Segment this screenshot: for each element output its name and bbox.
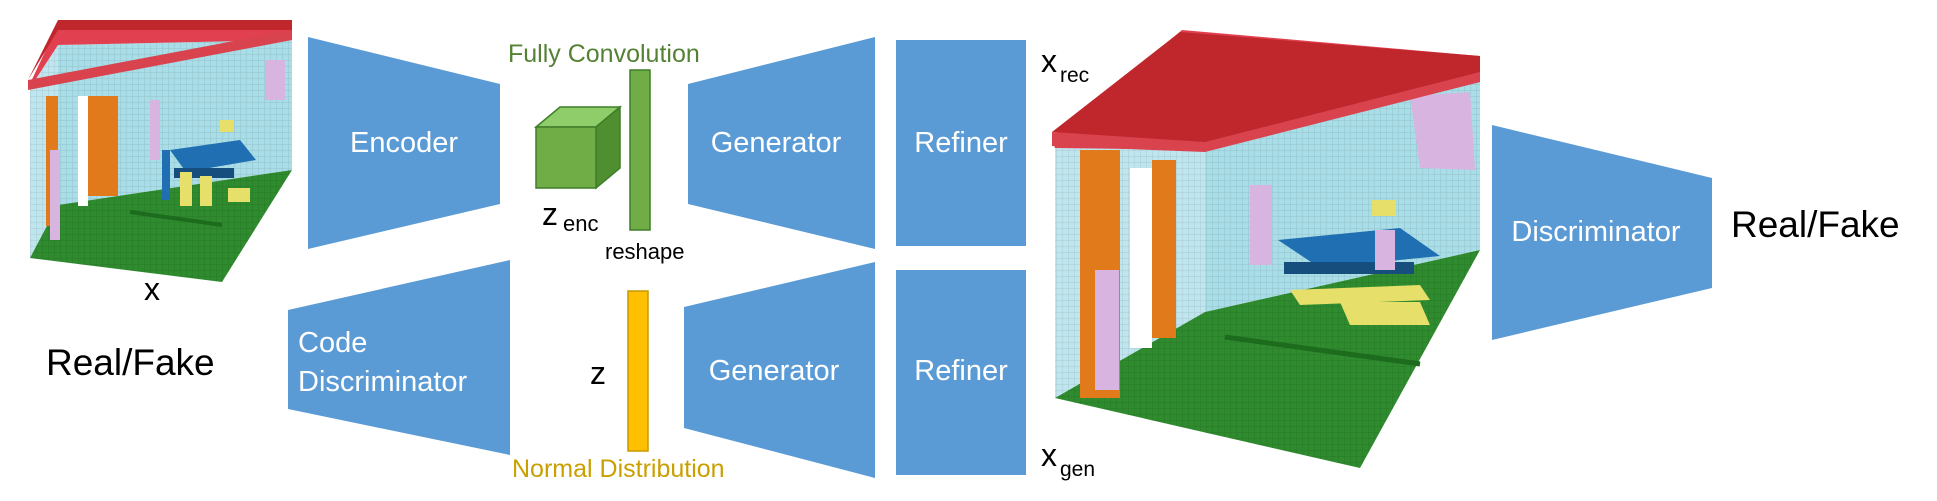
- generator-top-label: Generator: [711, 127, 842, 159]
- z-symbol: z: [590, 355, 606, 391]
- reshape-label: reshape: [605, 239, 685, 264]
- z-enc-subscript: enc: [563, 211, 598, 236]
- generator-bottom-block: Generator: [684, 262, 875, 478]
- refiner-bottom-block: Refiner: [896, 270, 1026, 475]
- refiner-top-label: Refiner: [914, 127, 1008, 159]
- discriminator-block: Discriminator: [1492, 125, 1712, 340]
- z-enc-cube: [533, 105, 623, 190]
- x-rec-subscript: rec: [1060, 64, 1089, 87]
- encoder-label: Encoder: [350, 127, 458, 159]
- code-discriminator-label-line2: Discriminator: [298, 366, 468, 398]
- input-voxel-scene: [28, 20, 292, 282]
- x-gen-subscript: gen: [1060, 458, 1095, 481]
- discriminator-label: Discriminator: [1511, 216, 1681, 248]
- generator-top-block: Generator: [688, 37, 875, 249]
- normal-distribution-bar: [627, 290, 649, 452]
- real-fake-left-label: Real/Fake: [46, 342, 215, 383]
- code-discriminator-label-line1: Code: [298, 327, 367, 359]
- x-input-symbol: x: [144, 271, 160, 307]
- x-rec-symbol: x: [1041, 43, 1057, 79]
- normal-distribution-label: Normal Distribution: [512, 455, 725, 483]
- code-discriminator-block: Code Discriminator: [288, 260, 510, 455]
- refiner-top-block: Refiner: [896, 40, 1026, 246]
- z-enc-symbol: z: [542, 196, 558, 232]
- real-fake-right-label: Real/Fake: [1731, 204, 1900, 245]
- fully-convolution-label: Fully Convolution: [508, 40, 700, 68]
- refiner-bottom-label: Refiner: [914, 355, 1008, 387]
- fully-convolution-bar: [629, 69, 651, 231]
- encoder-block: Encoder: [308, 37, 500, 249]
- x-gen-symbol: x: [1041, 437, 1057, 473]
- output-voxel-scene: [1052, 30, 1480, 468]
- generator-bottom-label: Generator: [709, 355, 840, 387]
